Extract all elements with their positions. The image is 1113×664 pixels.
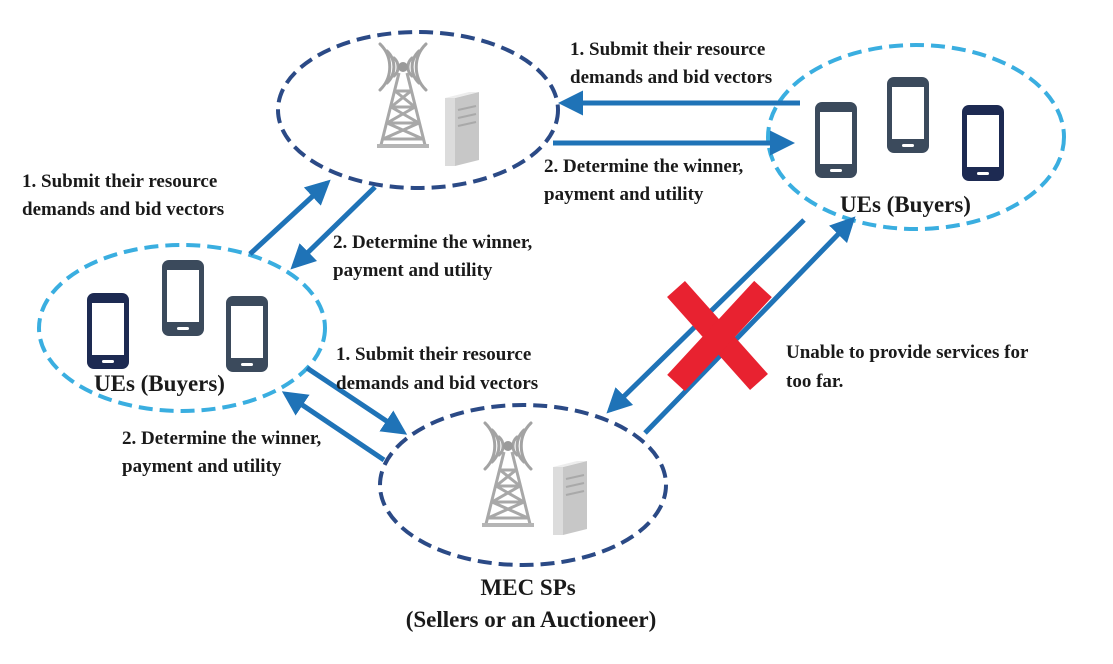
top-right-submit-label: 1. Submit their resource demands and bid… bbox=[570, 39, 772, 88]
ues-right-title: UEs (Buyers) bbox=[840, 192, 971, 217]
server-icon bbox=[552, 460, 588, 536]
top-left-submit-label: 1. Submit their resource demands and bid… bbox=[22, 171, 224, 220]
ues-left-title: UEs (Buyers) bbox=[94, 371, 225, 396]
smartphone-icon bbox=[887, 77, 929, 153]
arrow-left-ues-to-bottom-mec bbox=[305, 365, 408, 435]
left-ue-region bbox=[37, 243, 327, 413]
top-right-determine-label: 2. Determine the winner, payment and uti… bbox=[544, 156, 748, 205]
smartphone-icon bbox=[815, 102, 857, 178]
bottom-left-determine-label: 2. Determine the winner, payment and uti… bbox=[122, 428, 326, 477]
bottom-mec-region bbox=[378, 403, 668, 567]
mid-left-determine-label: 2. Determine the winner, payment and uti… bbox=[333, 232, 537, 281]
smartphone-icon bbox=[226, 296, 268, 372]
cell-tower-icon bbox=[375, 42, 431, 150]
server-icon bbox=[444, 91, 480, 167]
unable-label: Unable to provide services for too far. bbox=[786, 342, 1033, 392]
smartphone-icon bbox=[962, 105, 1004, 181]
smartphone-icon bbox=[162, 260, 204, 336]
right-ue-region bbox=[766, 43, 1066, 231]
smartphone-icon bbox=[87, 293, 129, 369]
arrow-bottom-mec-to-right-ues bbox=[643, 216, 856, 435]
arrow-top-mec-to-left-ues bbox=[290, 185, 377, 270]
arrow-bottom-mec-to-left-ues bbox=[281, 391, 386, 463]
center-submit-label: 1. Submit their resource demands and bid… bbox=[336, 344, 538, 394]
arrow-left-ues-to-top-mec bbox=[248, 179, 331, 256]
red-cross-icon bbox=[667, 280, 772, 392]
mec-title: MEC SPs (Sellers or an Auctioneer) bbox=[406, 575, 657, 632]
cell-tower-icon bbox=[480, 421, 536, 529]
